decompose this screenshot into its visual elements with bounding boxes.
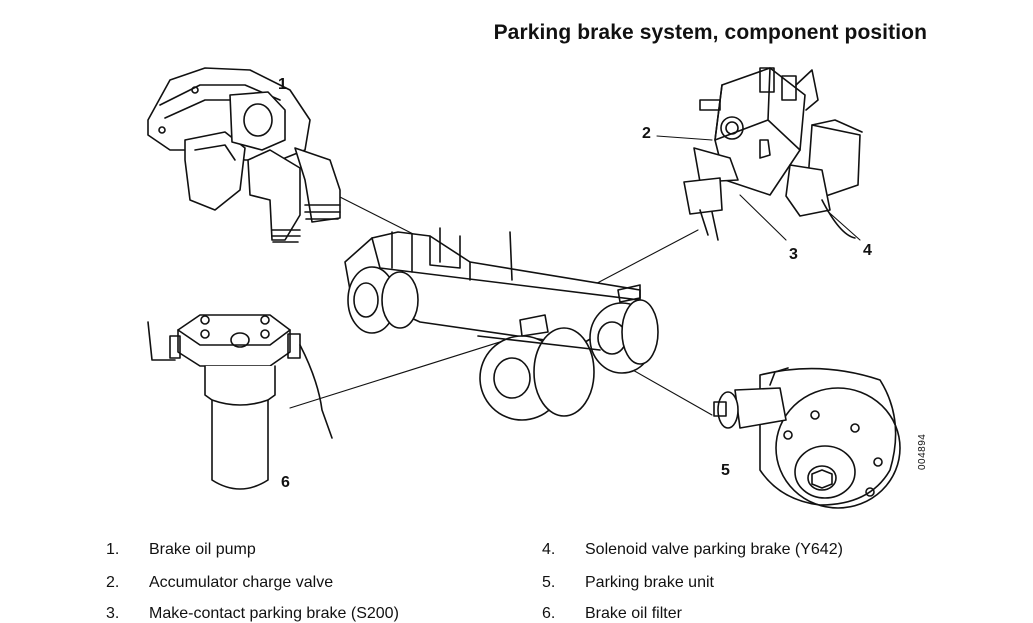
legend-text: Make-contact parking brake (S200) xyxy=(149,605,399,622)
legend-number: 2. xyxy=(106,574,120,591)
callout-3: 3 xyxy=(789,246,798,263)
callout-4: 4 xyxy=(863,242,872,259)
legend-text: Solenoid valve parking brake (Y642) xyxy=(585,541,843,558)
legend-text: Accumulator charge valve xyxy=(149,574,334,591)
legend-number: 3. xyxy=(106,605,120,622)
legend-number: 4. xyxy=(542,541,556,558)
truck-drawing xyxy=(344,227,659,421)
figure-id: 004894 xyxy=(917,433,928,470)
legend-number: 5. xyxy=(542,574,556,591)
legend-text: Brake oil pump xyxy=(149,541,256,558)
callout-6: 6 xyxy=(281,474,290,491)
callout-5: 5 xyxy=(721,462,730,479)
legend-number: 1. xyxy=(106,541,120,558)
page-title: Parking brake system, component position xyxy=(493,21,927,44)
callout-2: 2 xyxy=(642,125,651,142)
valve-block-drawing xyxy=(683,67,863,241)
brake-oil-filter-drawing xyxy=(147,314,333,490)
callout-1: 1 xyxy=(278,76,287,93)
legend-text: Brake oil filter xyxy=(585,605,682,622)
legend-text: Parking brake unit xyxy=(585,574,714,591)
parking-brake-unit-drawing xyxy=(713,367,901,509)
brake-oil-pump-drawing xyxy=(147,67,341,243)
legend-number: 6. xyxy=(542,605,556,622)
